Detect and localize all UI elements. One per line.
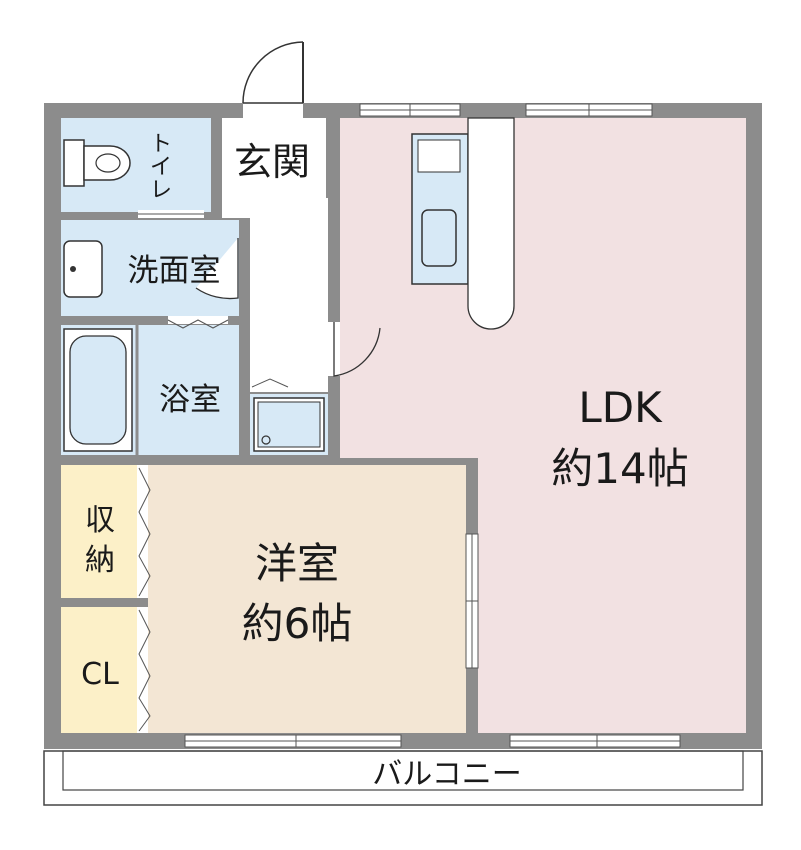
kitchen-counter-icon	[411, 133, 469, 285]
hallway-floor	[222, 198, 328, 384]
window-top-left	[359, 103, 461, 117]
genkan-floor	[222, 118, 326, 198]
storage-floor	[61, 465, 137, 598]
bathroom-door	[167, 316, 229, 329]
toilet-label-char: ト	[150, 132, 172, 157]
utility-door	[250, 378, 328, 392]
window-bottom-left	[184, 734, 402, 748]
window-top-right	[525, 103, 653, 117]
kitchen-partition-wall	[467, 117, 515, 330]
washroom-label: 洗面室	[128, 253, 221, 289]
closet-label: CL	[81, 657, 119, 692]
ldk-door-swing	[333, 322, 381, 377]
western-room-floor	[148, 465, 466, 733]
western-room-sliding-door	[465, 533, 479, 669]
bathroom-label: 浴室	[159, 382, 221, 418]
washing-machine-space-icon	[253, 397, 325, 452]
storage-label-char: 納	[85, 543, 115, 578]
storage-folding-door	[137, 465, 151, 598]
western-room-size: 約6帖	[242, 599, 353, 648]
bathtub-icon	[63, 328, 133, 452]
western-room-name: 洋室	[255, 539, 339, 588]
entrance-opening	[243, 100, 303, 120]
ldk-size: 約14帖	[551, 444, 688, 493]
washroom-door-swing	[195, 238, 239, 300]
toilet-fixture-icon	[63, 139, 131, 187]
entrance-door-swing	[242, 41, 304, 104]
window-bottom-right	[509, 734, 681, 748]
storage-label-char: 収	[85, 503, 115, 538]
closet-folding-door	[137, 607, 151, 733]
toilet-label-char: レ	[150, 178, 172, 203]
closet-floor	[61, 607, 137, 733]
washbasin-icon	[63, 240, 103, 298]
balcony-inner-rail	[62, 750, 744, 791]
ldk-name: LDK	[578, 383, 663, 432]
balcony-label: バルコニー	[372, 757, 521, 792]
balcony-outline	[43, 750, 763, 806]
genkan-label: 玄関	[234, 140, 310, 184]
toilet-label-char: イ	[150, 155, 172, 180]
